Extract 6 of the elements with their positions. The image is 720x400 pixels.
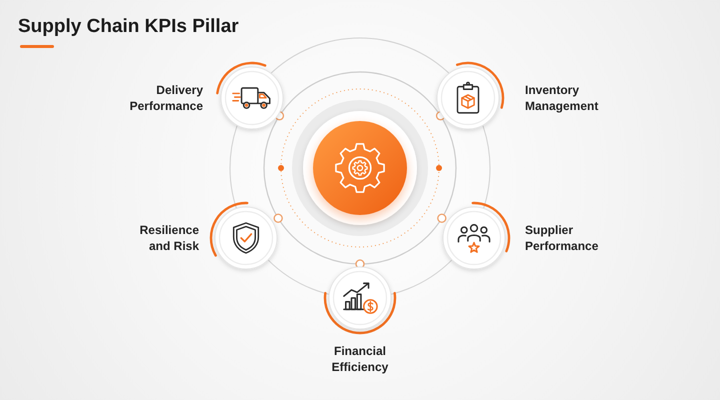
kpi-label: Resilience and Risk [138,222,199,254]
kpi-label: Delivery Performance [128,82,203,114]
title: Supply Chain KPIs Pillar [18,15,239,39]
kpi-label: Financial Efficiency [330,343,390,375]
kpi-label: Supplier Performance [525,222,600,254]
kpi-label: Inventory Management [525,82,600,114]
